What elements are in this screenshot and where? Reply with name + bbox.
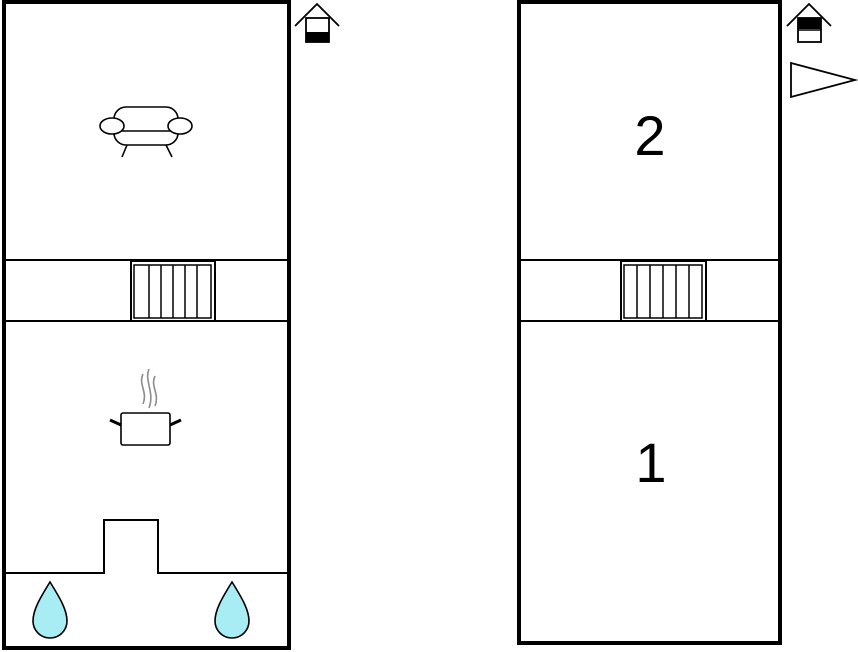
room-number-2: 2 (634, 104, 665, 167)
ground-floor-plan (2, 0, 291, 650)
sofa-icon (99, 106, 193, 158)
staircase-icon (130, 260, 216, 322)
water-drop-icon (214, 580, 250, 639)
direction-arrow-icon (790, 61, 858, 99)
house-level-lower-icon (294, 2, 340, 43)
upper-floor-plan: 2 1 (517, 0, 782, 645)
house-level-upper-icon (786, 2, 832, 43)
staircase-icon (620, 260, 707, 322)
cooking-pot-icon (109, 368, 182, 446)
bathroom-wall (4, 519, 289, 574)
room-number-1: 1 (635, 431, 666, 494)
upper-floor-outline (517, 0, 782, 645)
ground-floor-outline (2, 0, 291, 650)
water-drop-icon (32, 580, 68, 639)
